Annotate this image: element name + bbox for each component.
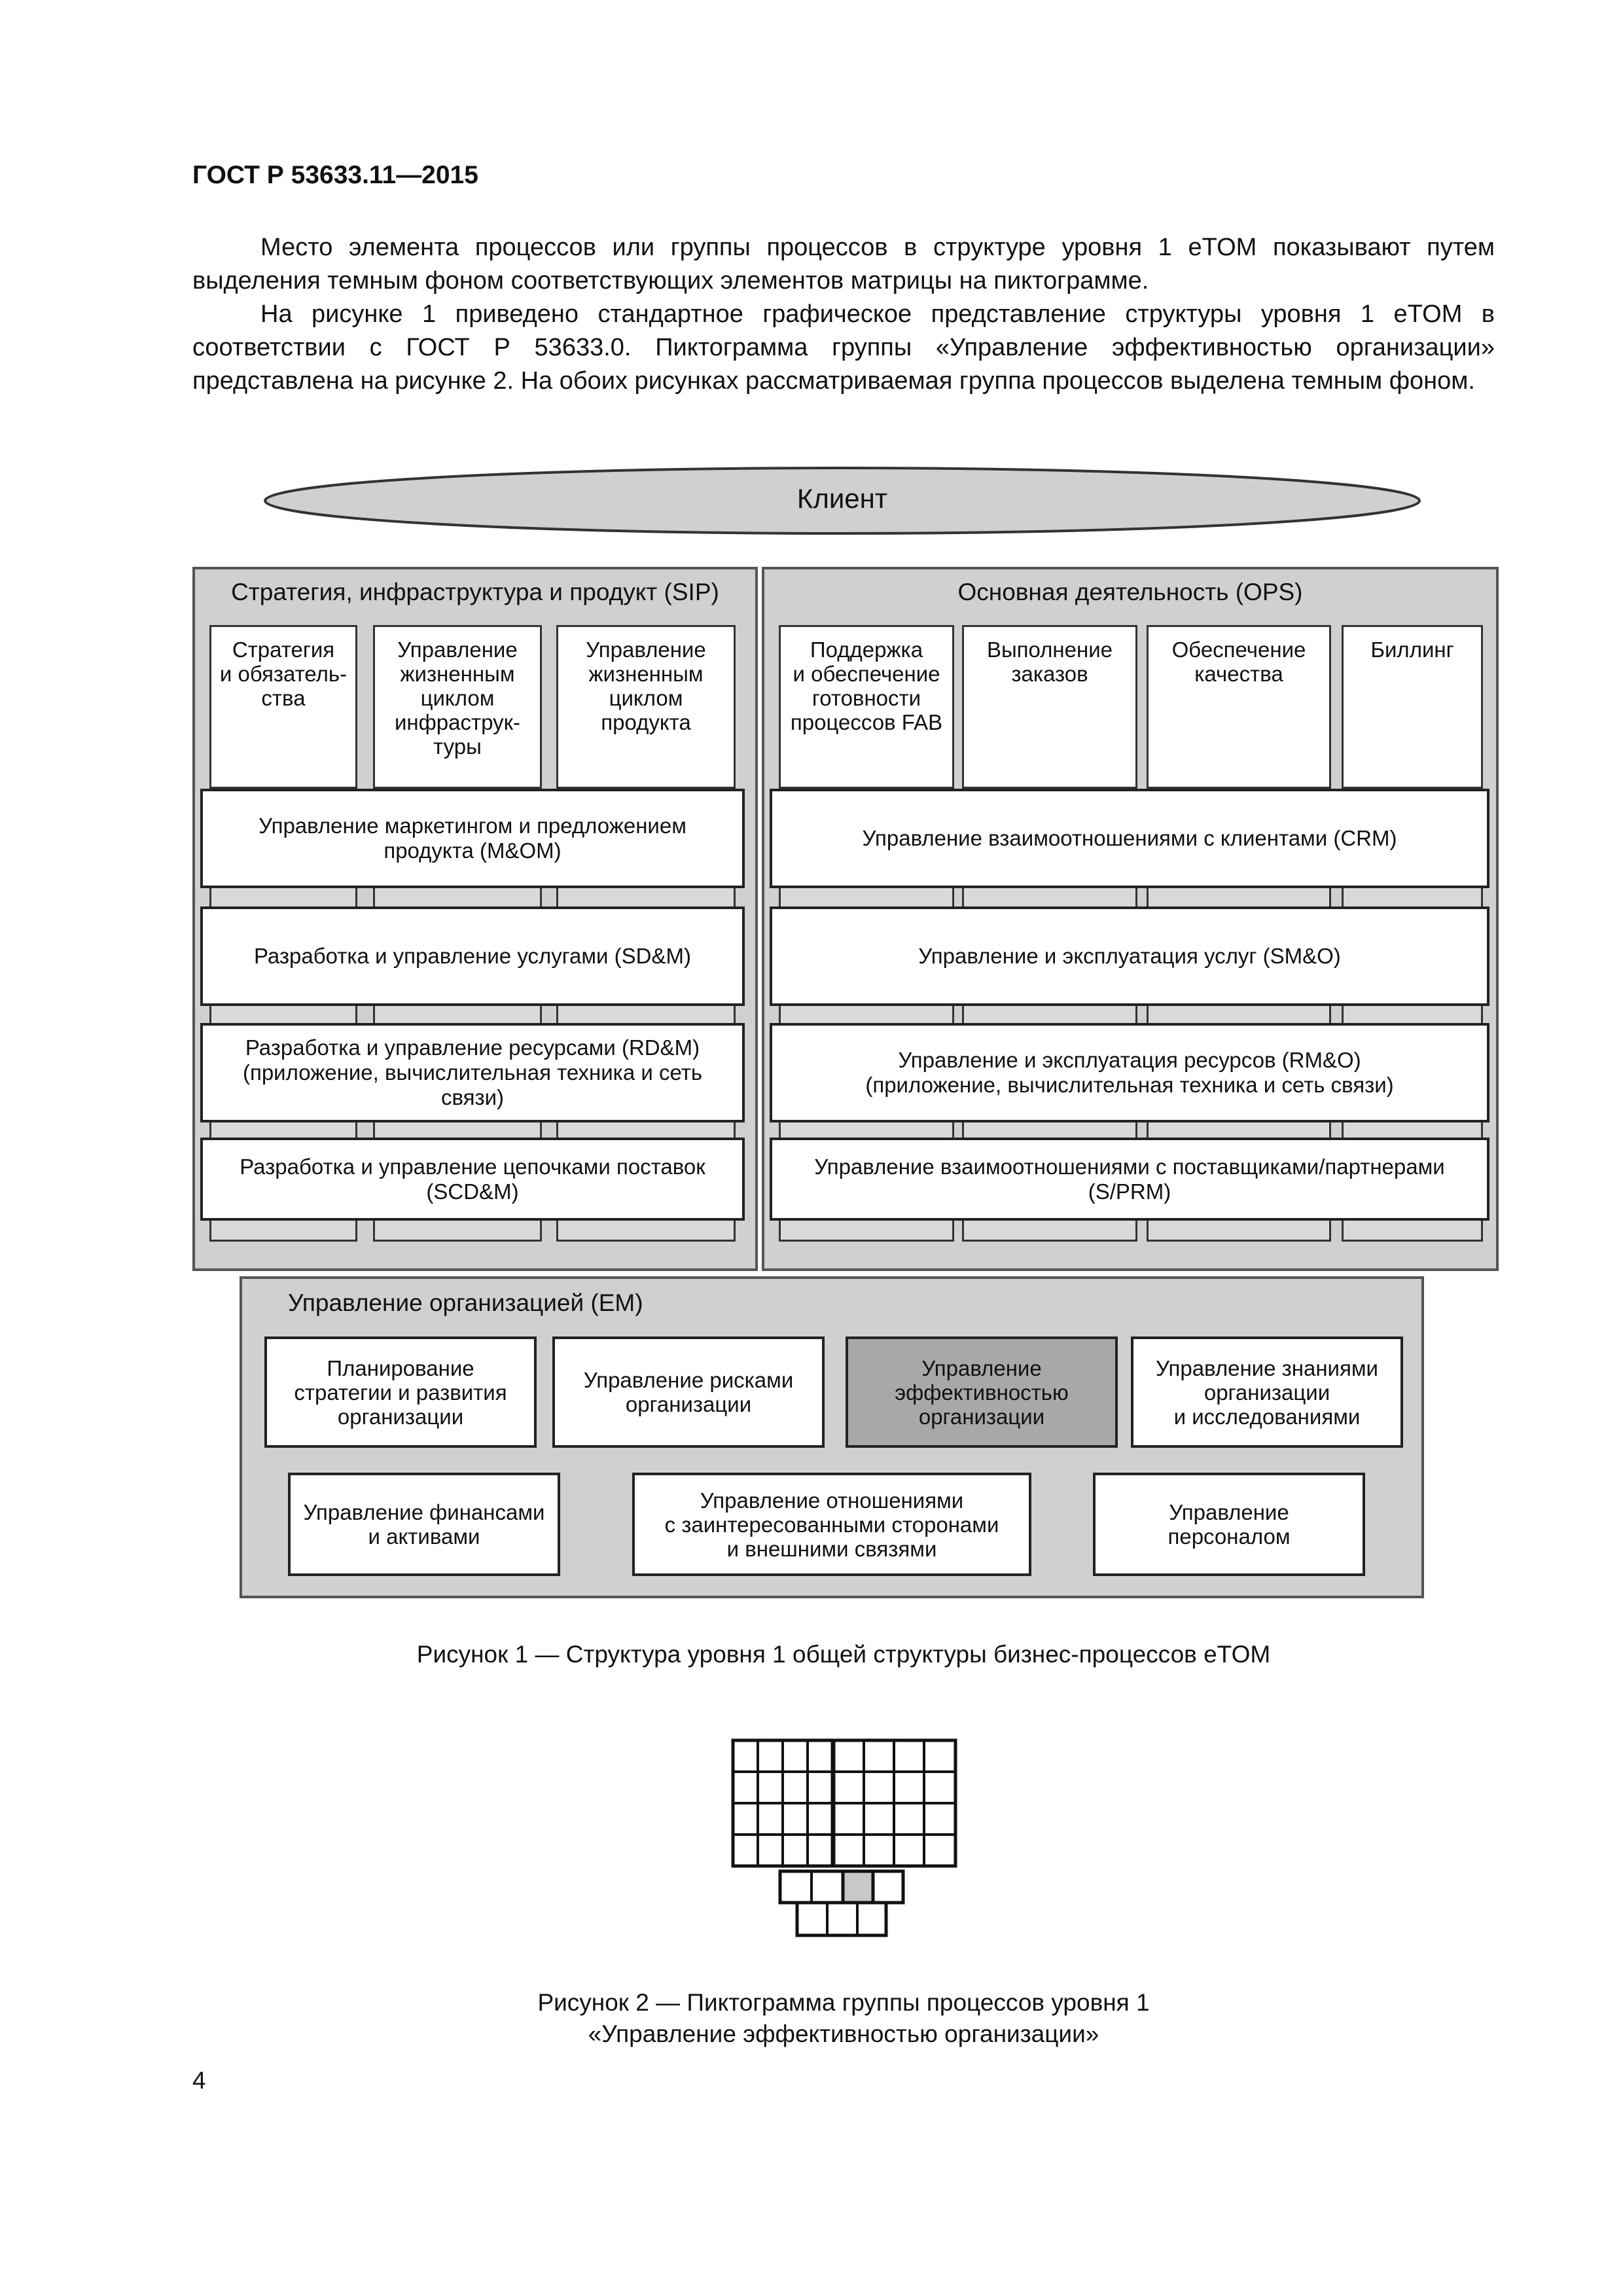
em-strategic-planning: Планирование стратегии и развития органи… <box>264 1336 537 1448</box>
ops-row-crm: Управление взаимоотношениями с клиентами… <box>770 789 1489 888</box>
ops-row-smo: Управление и эксплуатация услуг (SM&O) <box>770 906 1489 1006</box>
em-risk-management: Управление рисками организации <box>552 1336 825 1448</box>
sip-column-header: Стратегия и обязатель- ства <box>209 625 357 789</box>
ops-column-header: Выполнение заказов <box>962 625 1137 789</box>
sip-column-header: Управление жизненным циклом продукта <box>556 625 736 789</box>
em-title: Управление организацией (EM) <box>288 1289 643 1316</box>
figure-1-caption: Рисунок 1 — Структура уровня 1 общей стр… <box>416 1641 1271 1668</box>
ops-column-header: Обеспечение качества <box>1147 625 1331 789</box>
sip-row-mom: Управление маркетингом и предложением пр… <box>200 789 745 888</box>
sip-row-sdm: Разработка и управление услугами (SD&M) <box>200 906 745 1006</box>
client-label: Клиент <box>796 483 888 514</box>
sip-column-header: Управление жизненным циклом инфраструк- … <box>373 625 542 789</box>
etom-pictogram <box>731 1738 957 1937</box>
page-number: 4 <box>192 2067 206 2094</box>
paragraph-1: Место элемента процессов или группы проц… <box>192 234 1495 295</box>
client-ellipse <box>264 467 1421 535</box>
em-effectiveness-management-highlighted: Управление эффективностью организации <box>846 1336 1118 1448</box>
document-code: ГОСТ Р 53633.11—2015 <box>192 161 478 189</box>
em-knowledge-management: Управление знаниями организации и исслед… <box>1131 1336 1403 1448</box>
em-finance-assets: Управление финансами и активами <box>288 1473 560 1576</box>
sip-row-rdm: Разработка и управление ресурсами (RD&M)… <box>200 1023 745 1122</box>
ops-row-rmo: Управление и эксплуатация ресурсов (RM&O… <box>770 1023 1489 1122</box>
ops-column-header: Поддержка и обеспечение готовности проце… <box>779 625 954 789</box>
ops-row-sprm: Управление взаимоотношениями с поставщик… <box>770 1138 1489 1221</box>
pictogram-highlight-cell <box>843 1873 873 1901</box>
figure-2-caption-line-1: Рисунок 2 — Пиктограмма группы процессов… <box>537 1989 1150 2016</box>
em-human-resources: Управление персоналом <box>1093 1473 1365 1576</box>
em-stakeholder-relations: Управление отношениями с заинтересованны… <box>632 1473 1031 1576</box>
ops-column-header: Биллинг <box>1342 625 1483 789</box>
figure-2-caption-line-2: «Управление эффективностью организации» <box>588 2020 1099 2047</box>
paragraph-2: На рисунке 1 приведено стандартное графи… <box>192 300 1495 395</box>
sip-title: Стратегия, инфраструктура и продукт (SIP… <box>231 579 719 605</box>
sip-row-scdm: Разработка и управление цепочками постав… <box>200 1138 745 1221</box>
ops-title: Основная деятельность (OPS) <box>957 579 1303 605</box>
